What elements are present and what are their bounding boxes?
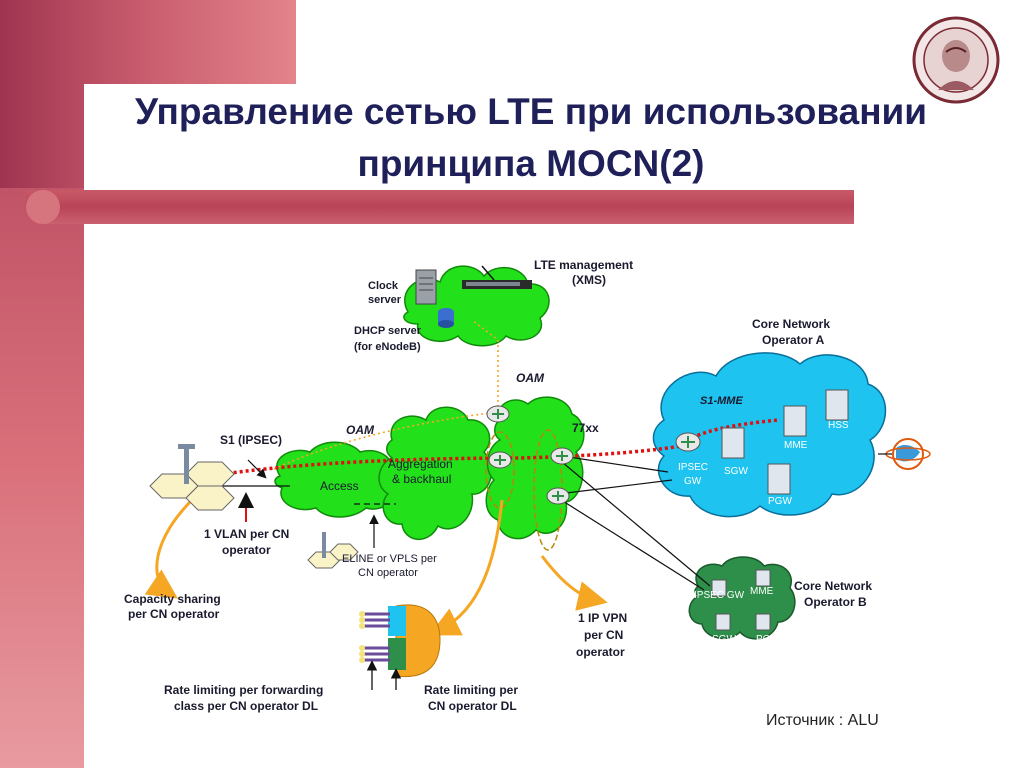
sgw-a-label: SGW bbox=[724, 466, 748, 477]
sgw-b-label: SGW bbox=[712, 634, 736, 645]
rate-cn-label-1: Rate limiting per bbox=[424, 683, 518, 697]
oam-left-label: OAM bbox=[346, 423, 375, 437]
access-label: Access bbox=[320, 479, 359, 493]
eline-label-2: CN operator bbox=[358, 567, 418, 579]
mme-b-label: MME bbox=[750, 586, 774, 597]
router-icon bbox=[550, 447, 574, 465]
server-icon bbox=[711, 569, 771, 631]
database-icon bbox=[438, 308, 454, 328]
core-a-label-1: Core Network bbox=[752, 317, 830, 331]
rate-fwd-label-2: class per CN operator DL bbox=[174, 699, 318, 713]
router-icon bbox=[546, 487, 570, 505]
cell-tower-icon bbox=[149, 444, 235, 511]
ipvpn-label-3: operator bbox=[576, 645, 625, 659]
server-icon bbox=[415, 269, 437, 305]
aggregation-label-1: Aggregation bbox=[388, 457, 453, 471]
core-b-label-2: Operator B bbox=[804, 595, 867, 609]
title-bar-cap bbox=[26, 190, 60, 224]
title-line-1: Управление сетью LTE при использовании bbox=[134, 91, 928, 132]
xms-server-icon bbox=[462, 265, 532, 289]
eline-label-1: ELINE or VPLS per bbox=[342, 553, 437, 565]
rate-cn-label-2: CN operator DL bbox=[428, 699, 517, 713]
rate-fwd-label-1: Rate limiting per forwarding bbox=[164, 683, 323, 697]
rate-limiter-queue-icon bbox=[359, 604, 441, 678]
clock-server-label-2: server bbox=[368, 294, 402, 306]
title-underline-bar bbox=[26, 190, 854, 224]
capacity-label-2: per CN operator bbox=[128, 607, 220, 621]
vlan-label-2: operator bbox=[222, 543, 271, 557]
title-line-2: принципа MOCN(2) bbox=[357, 143, 705, 184]
core-a-label-2: Operator A bbox=[762, 333, 825, 347]
label-77xx: 77xx bbox=[572, 421, 599, 435]
vlan-label-1: 1 VLAN per CN bbox=[204, 527, 289, 541]
title-background bbox=[84, 84, 854, 190]
xms-label: (XMS) bbox=[572, 273, 606, 287]
router-icon bbox=[675, 432, 701, 452]
aggregation-cloud bbox=[378, 406, 493, 541]
router-icon bbox=[486, 405, 510, 423]
ipsec-gw-b-label: IPSEC GW bbox=[694, 590, 745, 601]
s1-ipsec-label: S1 (IPSEC) bbox=[220, 433, 282, 447]
oam-top-label: OAM bbox=[516, 371, 545, 385]
mme-a-label: MME bbox=[784, 440, 808, 451]
server-icon bbox=[721, 389, 849, 495]
slide-title: Управление сетью LTE при использовании п… bbox=[86, 86, 976, 190]
globe-icon bbox=[878, 438, 931, 470]
aggregation-label-2: & backhaul bbox=[392, 472, 451, 486]
source-caption: Источник : ALU bbox=[766, 712, 879, 729]
router-icon bbox=[488, 451, 512, 469]
capacity-label-1: Capacity sharing bbox=[124, 592, 221, 606]
s1-mme-label: S1-MME bbox=[700, 395, 743, 407]
core-b-label-1: Core Network bbox=[794, 579, 872, 593]
university-seal-logo bbox=[912, 16, 1000, 104]
lte-management-label: LTE management bbox=[534, 258, 633, 272]
dhcp-server-label-2: (for eNodeB) bbox=[354, 341, 421, 353]
ipsec-gw-label-1: IPSEC bbox=[678, 462, 708, 473]
dhcp-server-label-1: DHCP server bbox=[354, 325, 422, 337]
ipvpn-label-1: 1 IP VPN bbox=[578, 611, 627, 625]
ipsec-gw-label-2: GW bbox=[684, 476, 702, 487]
ipvpn-label-2: per CN bbox=[584, 628, 623, 642]
pgw-a-label: PGW bbox=[768, 496, 792, 507]
cell-tower-icon bbox=[307, 532, 359, 569]
pgw-b-label: PGW bbox=[756, 634, 780, 645]
clock-server-label-1: Clock bbox=[368, 280, 399, 292]
hss-label: HSS bbox=[828, 420, 849, 431]
